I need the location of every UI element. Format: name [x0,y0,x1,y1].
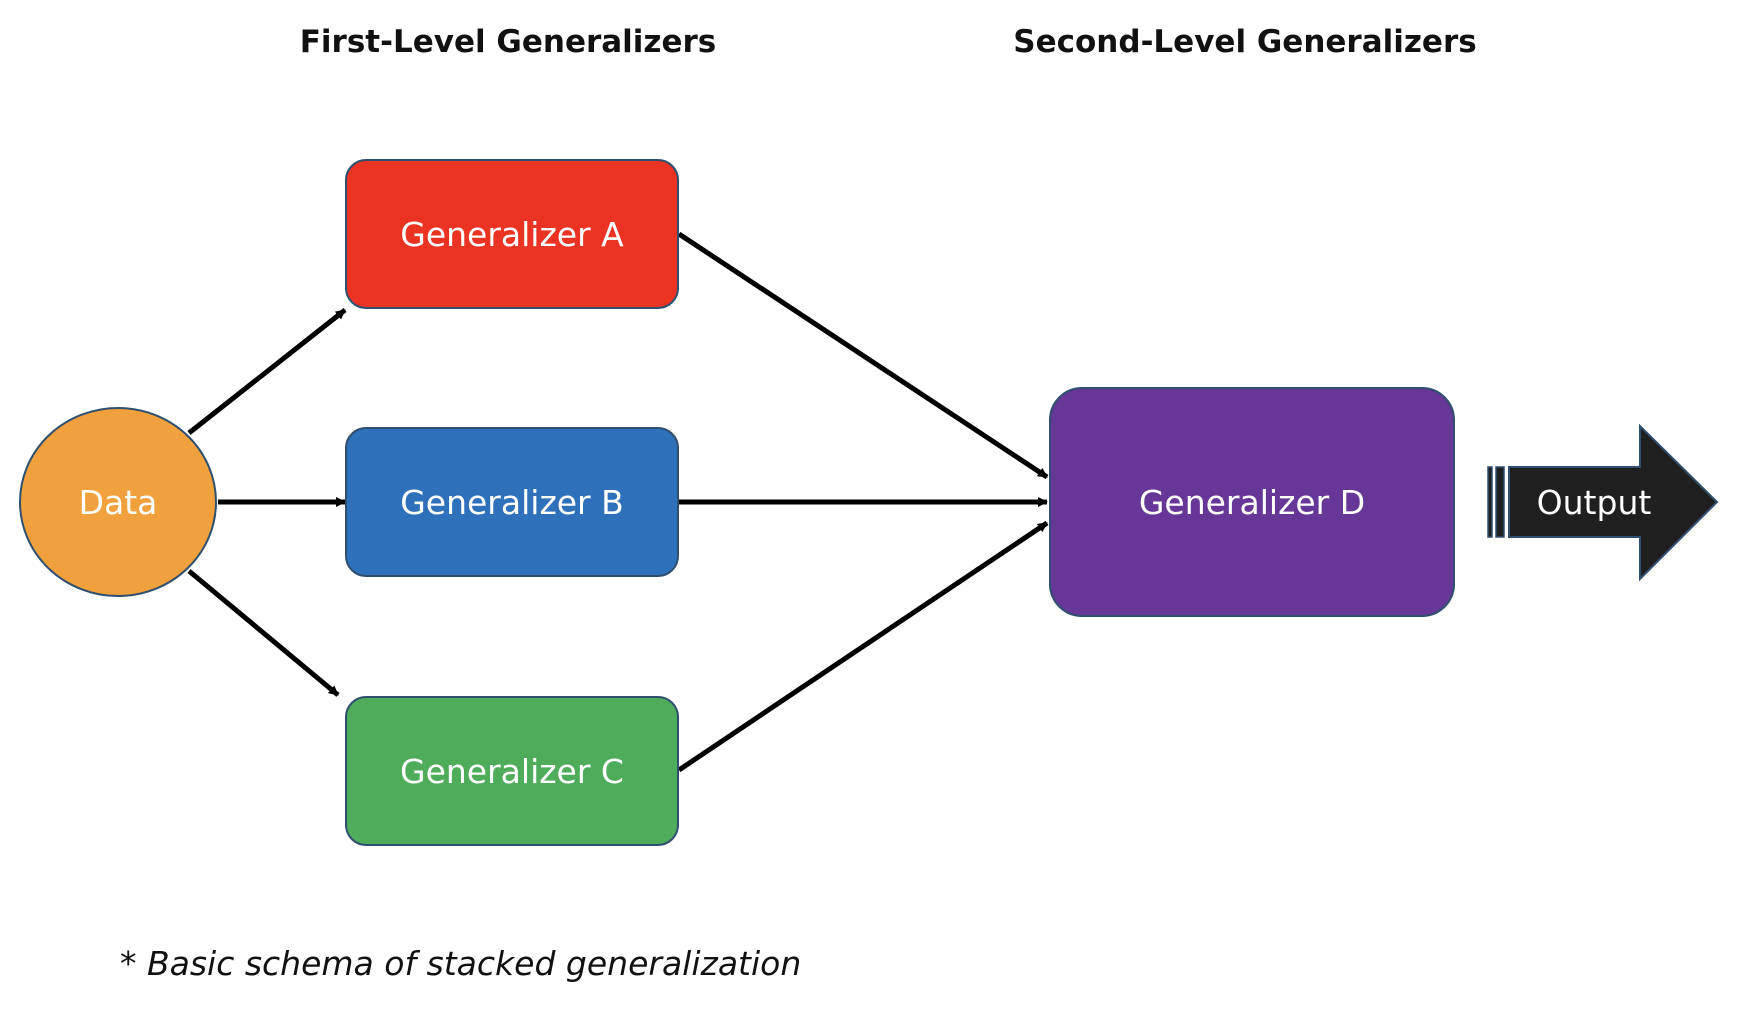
edge-data-to-a [187,308,347,435]
data-node: Data [19,407,217,597]
generalizer-b-node: Generalizer B [345,427,679,577]
data-node-label: Data [79,483,158,522]
generalizer-d-node: Generalizer D [1049,387,1455,617]
generalizer-b-label: Generalizer B [400,483,624,522]
generalizer-a-label: Generalizer A [400,215,624,254]
output-arrow: Output [1487,423,1719,582]
footnote: * Basic schema of stacked generalization [120,944,801,983]
edge-a-to-d [677,231,1049,480]
generalizer-a-node: Generalizer A [345,159,679,309]
edge-data-to-c [187,569,340,697]
generalizer-c-node: Generalizer C [345,696,679,846]
first-level-header: First-Level Generalizers [300,24,717,60]
generalizer-c-label: Generalizer C [400,752,624,791]
output-label: Output [1537,483,1652,522]
second-level-header: Second-Level Generalizers [1013,24,1476,60]
generalizer-d-label: Generalizer D [1139,483,1365,522]
edge-c-to-d [677,520,1049,773]
